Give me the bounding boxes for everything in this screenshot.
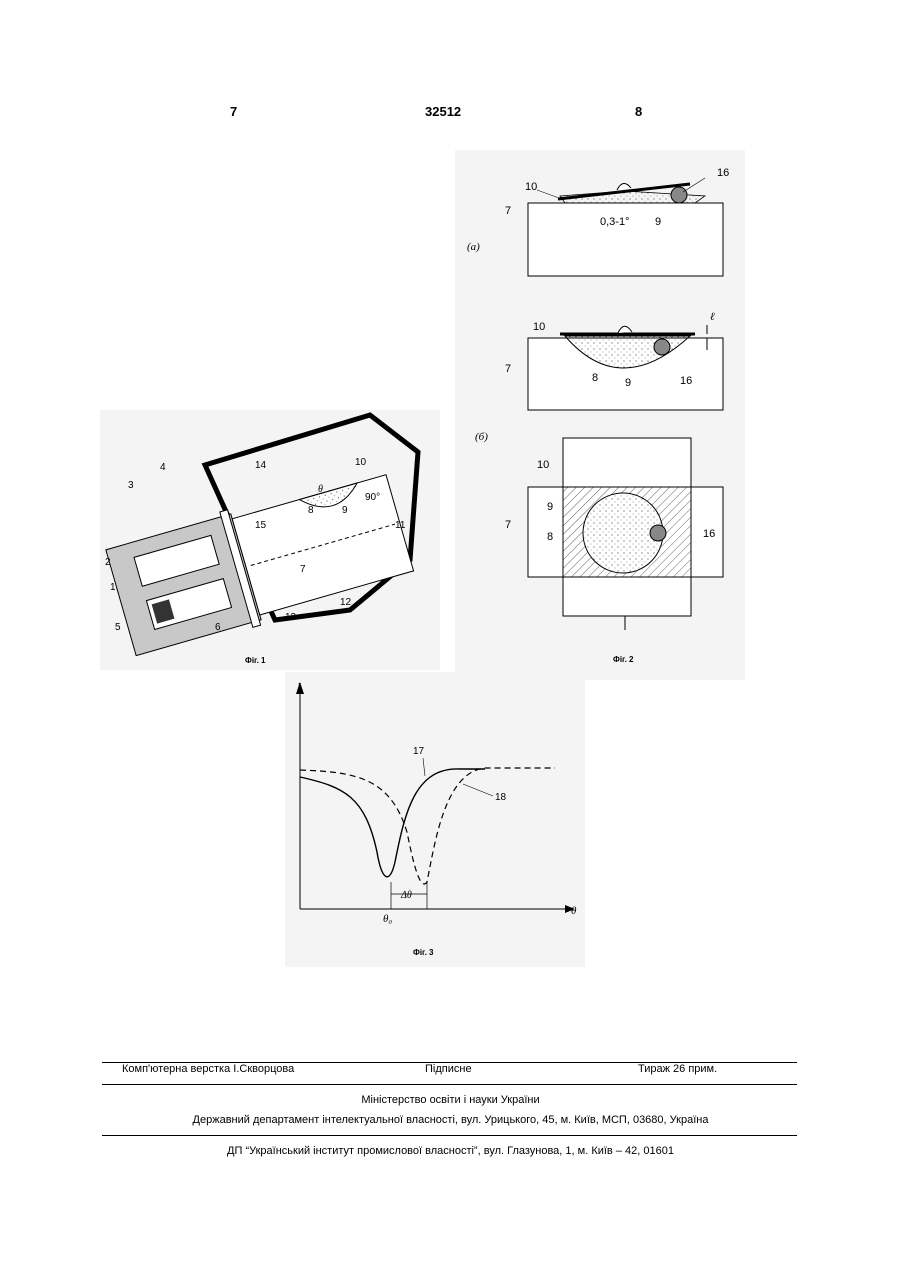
figure-1: 1 2 3 4 5 6 7 8 9 10 11 12 13 14 15 90° … bbox=[100, 410, 440, 670]
fig1-angle: 90° bbox=[365, 492, 380, 503]
fig1-label-6: 6 bbox=[215, 622, 221, 633]
fig2-label-9m: 9 bbox=[625, 377, 631, 389]
fig1-theta: θ bbox=[318, 484, 323, 495]
fig2-label-16b: 16 bbox=[703, 528, 715, 540]
page-number-right: 8 bbox=[635, 104, 642, 119]
fig1-label-5: 5 bbox=[115, 622, 121, 633]
fig2-label-16m: 16 bbox=[680, 375, 692, 387]
fig1-label-8: 8 bbox=[308, 505, 314, 516]
footer-signed: Підписне bbox=[425, 1063, 472, 1075]
footer-print-run: Тираж 26 прим. bbox=[638, 1063, 717, 1075]
fig1-label-3: 3 bbox=[128, 480, 134, 491]
fig2-label-8b: 8 bbox=[547, 531, 553, 543]
footer-rule-bottom bbox=[102, 1135, 797, 1136]
footer-ministry: Міністерство освіти і науки України bbox=[0, 1094, 901, 1106]
fig2-label-7m: 7 bbox=[505, 363, 511, 375]
fig1-label-4: 4 bbox=[160, 462, 166, 473]
figure-2: 10 7 0,3-1° 9 16 (а) 10 7 8 9 16 ℓ (б) 1… bbox=[455, 150, 745, 680]
fig3-theta0: θ₀ bbox=[383, 913, 392, 925]
patent-number: 32512 bbox=[425, 104, 461, 119]
footer-institute: ДП “Український інститут промислової вла… bbox=[0, 1145, 901, 1157]
fig2-label-8m: 8 bbox=[592, 372, 598, 384]
fig1-label-2: 2 bbox=[105, 557, 111, 568]
fig1-label-10: 10 bbox=[355, 457, 367, 468]
fig2-label-10b: 10 bbox=[537, 459, 549, 471]
fig1-caption: Фіг. 1 bbox=[245, 656, 266, 665]
fig2-label-9b: 9 bbox=[547, 501, 553, 513]
fig1-label-9: 9 bbox=[342, 505, 348, 516]
footer-department: Державний департамент інтелектуальної вл… bbox=[0, 1114, 901, 1126]
fig3-curve-18: 18 bbox=[495, 792, 507, 803]
fig2-label-16a: 16 bbox=[717, 167, 729, 179]
fig2-label-10m: 10 bbox=[533, 321, 545, 333]
fig3-caption: Фіг. 3 bbox=[413, 948, 434, 957]
fig2-label-9a: 9 bbox=[655, 216, 661, 228]
fig1-label-11: 11 bbox=[395, 520, 406, 531]
fig1-label-12: 12 bbox=[340, 597, 352, 608]
fig2-part-a: (а) bbox=[467, 241, 480, 253]
footer-layout: Комп'ютерна верстка І.Скворцова bbox=[122, 1063, 294, 1075]
fig1-label-15: 15 bbox=[255, 520, 267, 531]
figure-3: Δθ θ₀ θ I 17 18 Фіг. 3 bbox=[285, 672, 585, 967]
fig1-label-13: 13 bbox=[285, 612, 297, 623]
fig1-label-1: 1 bbox=[110, 582, 116, 593]
fig1-label-14: 14 bbox=[255, 460, 267, 471]
fig2-label-7a: 7 bbox=[505, 205, 511, 217]
footer-rule-mid bbox=[102, 1084, 797, 1085]
fig2-label-10a: 10 bbox=[525, 181, 537, 193]
fig3-curve-17: 17 bbox=[413, 746, 425, 757]
page-number-left: 7 bbox=[230, 104, 237, 119]
fig1-label-7: 7 bbox=[300, 564, 306, 575]
fig2-angle: 0,3-1° bbox=[600, 216, 629, 228]
fig3-x-axis: θ bbox=[571, 905, 577, 917]
fig2-thickness: ℓ bbox=[710, 311, 715, 323]
fig2-part-b: (б) bbox=[475, 431, 488, 443]
fig2-caption: Фіг. 2 bbox=[613, 655, 634, 664]
fig2-label-7b: 7 bbox=[505, 519, 511, 531]
fig3-delta-theta: Δθ bbox=[400, 890, 412, 901]
